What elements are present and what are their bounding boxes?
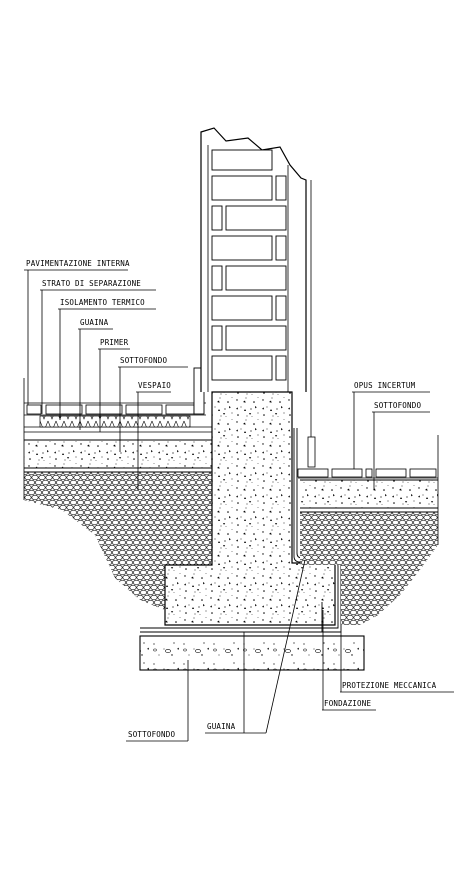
- opus-incertum-stones: [297, 468, 437, 478]
- floor-tiles: [26, 404, 195, 415]
- label-sottofondo-right: SOTTOFONDO: [374, 401, 421, 410]
- insulation-layer: [39, 415, 191, 428]
- label-isolamento-termico: ISOLAMENTO TERMICO: [60, 298, 145, 307]
- concrete-foundation: [164, 391, 336, 626]
- label-vespaio: VESPAIO: [138, 381, 171, 390]
- exterior-sottofondo: [300, 480, 438, 508]
- exterior-ground: [297, 180, 439, 625]
- label-strato-di-separazione: STRATO DI SEPARAZIONE: [42, 279, 141, 288]
- label-sottofondo-bottom: SOTTOFONDO: [128, 730, 175, 739]
- label-guaina-top: GUAINA: [80, 318, 109, 327]
- label-primer: PRIMER: [100, 338, 129, 347]
- label-sottofondo-left: SOTTOFONDO: [120, 356, 167, 365]
- label-pavimentazione-interna: PAVIMENTAZIONE INTERNA: [26, 259, 130, 268]
- bottom-sottofondo: [139, 635, 365, 671]
- label-fondazione: FONDAZIONE: [324, 699, 371, 708]
- label-opus-incertum: OPUS INCERTUM: [354, 381, 416, 390]
- label-protezione-meccanica: PROTEZIONE MECCANICA: [342, 681, 437, 690]
- labels: PAVIMENTAZIONE INTERNA STRATO DI SEPARAZ…: [26, 259, 437, 739]
- sottofondo-screed: [24, 440, 212, 468]
- bricks: [211, 149, 287, 381]
- exterior-pebbles: [300, 512, 438, 625]
- label-guaina-bottom: GUAINA: [207, 722, 236, 731]
- protection-board: [307, 436, 316, 468]
- brick-wall: [200, 127, 307, 392]
- leader-lines: [24, 269, 454, 742]
